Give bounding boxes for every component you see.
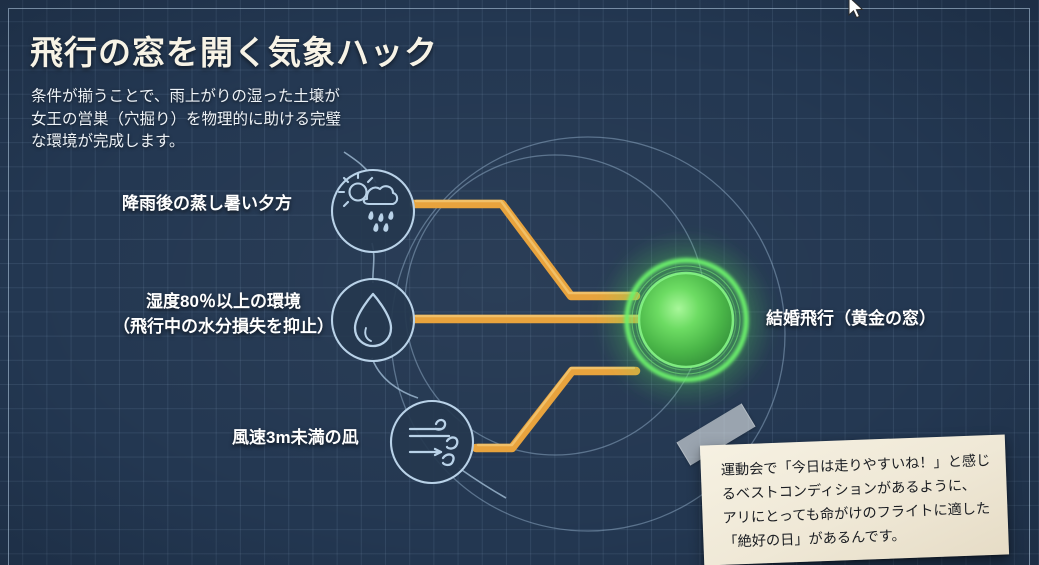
chain-stub-bottom [458,467,507,499]
humidity-icon-ring [330,277,416,363]
weather-icon-ring [330,168,416,254]
connector-from-weather [409,199,641,301]
wind-icon [408,418,459,467]
connector-from-wind [471,366,641,453]
goal-node[interactable] [596,230,776,410]
goal-core [639,273,733,367]
sticky-note-text: 運動会で「今日は走りやすいね！」と感じ るベストコンディションがあるように、 ア… [720,453,991,551]
wind-icon-ring [389,399,475,485]
goal-thin-ring-b [635,269,737,371]
mouse-cursor [848,0,864,19]
condition-icon-weather[interactable] [330,168,416,254]
page-subtitle: 条件が揃うことで、雨上がりの湿った土壌が 女王の営巣（穴掘り）を物理的に助ける完… [31,88,342,150]
sticky-note: 運動会で「今日は走りやすいね！」と感じ るベストコンディションがあるように、 ア… [699,434,1010,565]
page-title: 飛行の窓を開く気象ハック [30,34,438,71]
condition-icon-humidity[interactable] [330,277,416,363]
condition-label-weather: 降雨後の蒸し暑い夕方 [122,194,292,213]
goal-thin-ring-a [631,265,741,375]
condition-label-wind: 風速3m未満の凪 [232,428,359,447]
chain-link-2 [371,357,419,399]
condition-label-humidity: 湿度80％以上の環境 （飛行中の水分損失を抑止） [113,292,334,336]
sun-rain-cloud-icon [337,171,399,232]
goal-outer-ring [624,257,749,383]
goal-node-label: 結婚飛行（黄金の窓） [766,309,936,328]
water-droplet-icon [353,292,393,348]
goal-core-ring [637,271,735,369]
condition-icon-wind[interactable] [389,399,475,485]
